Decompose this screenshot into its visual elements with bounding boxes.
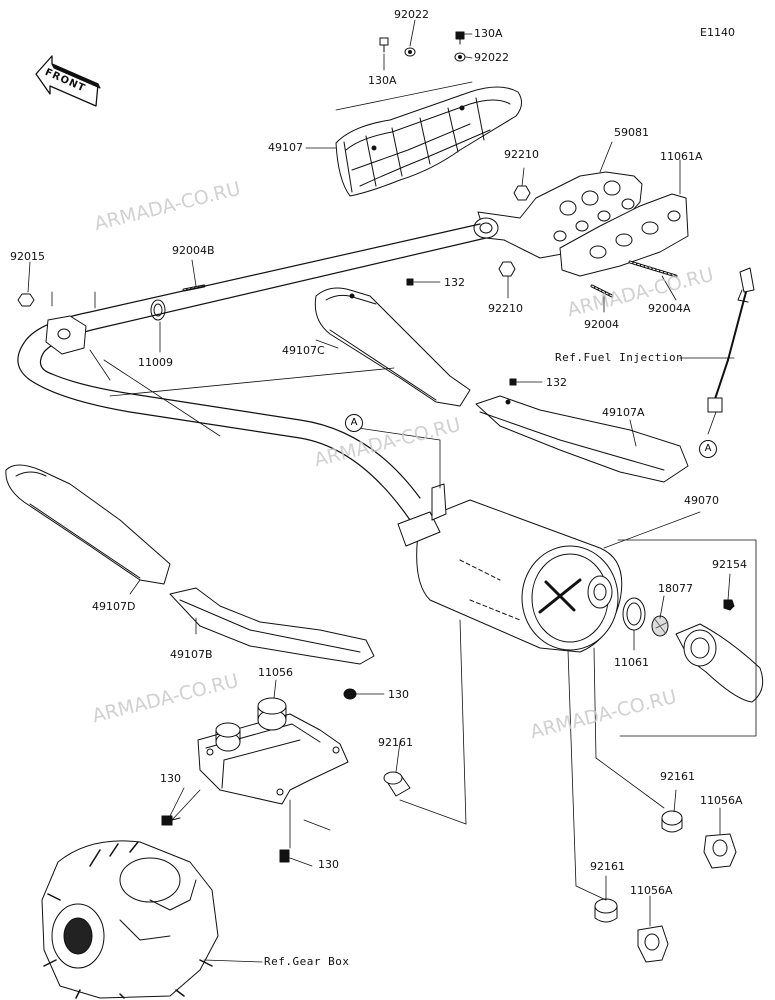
part-label-92161-b: 92161 bbox=[660, 770, 695, 783]
part-label-92210-upper: 92210 bbox=[504, 148, 539, 161]
bolt-130A-left bbox=[379, 37, 389, 53]
gasket-11009 bbox=[150, 299, 166, 321]
part-label-92004: 92004 bbox=[584, 318, 619, 331]
part-label-92154: 92154 bbox=[712, 558, 747, 571]
part-label-11056A-b: 11056A bbox=[630, 884, 673, 897]
part-label-130A-left: 130A bbox=[368, 74, 397, 87]
part-label-49107A: 49107A bbox=[602, 406, 645, 419]
part-label-49107D: 49107D bbox=[92, 600, 136, 613]
bolt-92154 bbox=[723, 599, 735, 611]
diagram-code: E1140 bbox=[700, 26, 735, 39]
part-label-130A-right: 130A bbox=[474, 27, 503, 40]
spark-arrestor-18077 bbox=[651, 615, 669, 637]
part-label-132-lower: 132 bbox=[546, 376, 567, 389]
bolt-132-lower bbox=[509, 378, 517, 386]
stud-92004 bbox=[590, 284, 614, 298]
heat-guard-49107C bbox=[314, 287, 471, 407]
part-label-92161-a: 92161 bbox=[378, 736, 413, 749]
part-label-59081: 59081 bbox=[614, 126, 649, 139]
stud-92004A bbox=[628, 260, 678, 278]
part-label-18077: 18077 bbox=[658, 582, 693, 595]
nut-92015 bbox=[17, 293, 35, 307]
heat-guard-49107A bbox=[475, 395, 689, 483]
connector-a-pipe: A bbox=[345, 414, 363, 432]
collar-92161-b bbox=[661, 810, 683, 833]
part-label-92210-lower: 92210 bbox=[488, 302, 523, 315]
bolt-130-mid bbox=[343, 688, 357, 700]
bolt-130-left bbox=[161, 815, 181, 826]
gasket-11061 bbox=[622, 597, 646, 631]
heat-guard-49107 bbox=[335, 86, 522, 197]
bolt-132-upper bbox=[406, 278, 414, 286]
part-label-49070: 49070 bbox=[684, 494, 719, 507]
bolt-130-bottom bbox=[279, 849, 290, 863]
grommet-11056A-a bbox=[703, 833, 737, 869]
front-arrow-icon bbox=[35, 55, 101, 107]
part-label-92004B: 92004B bbox=[172, 244, 215, 257]
exhaust-pipe bbox=[17, 223, 487, 541]
muffler-49070 bbox=[397, 483, 623, 653]
part-label-92022-right: 92022 bbox=[474, 51, 509, 64]
heat-guard-49107D bbox=[5, 464, 171, 585]
part-label-130-mid: 130 bbox=[388, 688, 409, 701]
washer-92022-top bbox=[404, 47, 416, 57]
damper-11056-lower bbox=[215, 722, 241, 752]
part-label-132-upper: 132 bbox=[444, 276, 465, 289]
connector-a-sensor: A bbox=[699, 440, 717, 458]
heat-guard-49107B bbox=[169, 587, 375, 665]
part-label-92004A: 92004A bbox=[648, 302, 691, 315]
nut-92210-upper bbox=[513, 185, 531, 201]
part-label-130-left: 130 bbox=[160, 772, 181, 785]
part-label-130-bottom: 130 bbox=[318, 858, 339, 871]
gear-box bbox=[41, 840, 219, 999]
part-label-92022-top: 92022 bbox=[394, 8, 429, 21]
collar-92161-c bbox=[594, 898, 618, 923]
part-label-11009: 11009 bbox=[138, 356, 173, 369]
collar-92161-a bbox=[383, 771, 411, 797]
part-label-11061A: 11061A bbox=[660, 150, 703, 163]
damper-11056-upper bbox=[257, 697, 287, 731]
bolt-130A-right bbox=[455, 31, 465, 45]
tail-pipe bbox=[675, 623, 764, 703]
ref-gear-box: Ref.Gear Box bbox=[264, 955, 350, 968]
leader-lines bbox=[27, 19, 757, 963]
part-label-11061: 11061 bbox=[614, 656, 649, 669]
part-label-92015: 92015 bbox=[10, 250, 45, 263]
part-label-11056: 11056 bbox=[258, 666, 293, 679]
ref-fuel-injection: Ref.Fuel Injection bbox=[555, 351, 684, 364]
nut-92210-lower bbox=[498, 261, 516, 277]
oxygen-sensor bbox=[707, 267, 755, 413]
part-label-49107B: 49107B bbox=[170, 648, 213, 661]
manifold-gasket-11061A bbox=[559, 193, 689, 277]
part-label-49107: 49107 bbox=[268, 141, 303, 154]
part-label-11056A-a: 11056A bbox=[700, 794, 743, 807]
part-label-49107C: 49107C bbox=[282, 344, 325, 357]
part-label-92161-c: 92161 bbox=[590, 860, 625, 873]
washer-92022-right bbox=[454, 52, 466, 62]
grommet-11056A-b bbox=[637, 925, 669, 963]
